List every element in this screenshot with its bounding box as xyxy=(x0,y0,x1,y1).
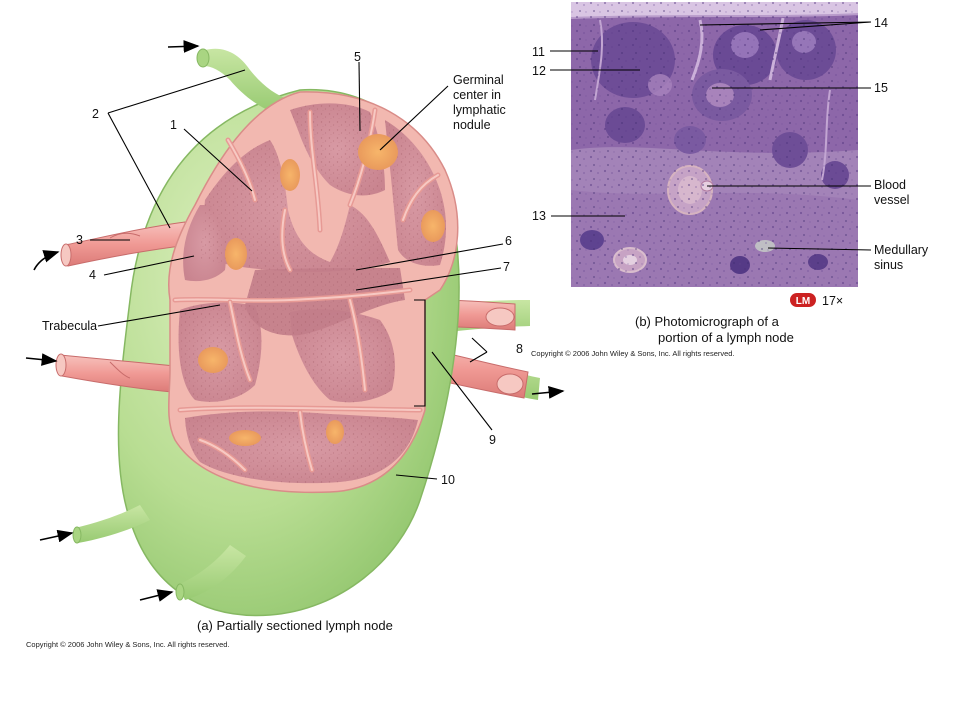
label-5: 5 xyxy=(354,50,361,64)
panel-a-leaders xyxy=(90,61,504,480)
label-blood-line-2: vessel xyxy=(874,193,909,207)
label-10: 10 xyxy=(441,473,455,487)
arrow-icon xyxy=(139,589,174,602)
afferent-vessel-bottom-2 xyxy=(175,545,246,601)
label-15: 15 xyxy=(874,81,888,95)
label-germinal-line-4: nodule xyxy=(453,118,491,132)
germinal-centers xyxy=(198,134,445,446)
label-9: 9 xyxy=(489,433,496,447)
label-8: 8 xyxy=(516,342,523,356)
panel-b-leaders xyxy=(550,21,872,251)
label-6: 6 xyxy=(505,234,512,248)
arrow-icon xyxy=(167,40,200,53)
label-7: 7 xyxy=(503,260,510,274)
panel-a-labels: 1 2 3 4 5 6 7 8 9 10 Germinal center in … xyxy=(42,50,523,487)
caption-a: (a) Partially sectioned lymph node xyxy=(197,618,393,633)
label-2: 2 xyxy=(92,107,99,121)
label-germinal-line-2: center in xyxy=(453,88,501,102)
caption-b-line-2: portion of a lymph node xyxy=(658,330,794,345)
arrow-icon xyxy=(39,529,74,543)
label-blood-line-1: Blood xyxy=(874,178,906,192)
flow-arrows xyxy=(25,40,565,602)
label-11: 11 xyxy=(532,45,545,59)
label-trabecula: Trabecula xyxy=(42,319,97,333)
label-4: 4 xyxy=(89,268,96,282)
copyright-a: Copyright © 2006 John Wiley & Sons, Inc.… xyxy=(26,640,230,649)
caption-b-line-1: (b) Photomicrograph of a xyxy=(635,314,780,329)
arrow-icon xyxy=(25,353,58,366)
label-medullary-line-2: sinus xyxy=(874,258,903,272)
copyright-b: Copyright © 2006 John Wiley & Sons, Inc.… xyxy=(531,349,735,358)
label-germinal-line-3: lymphatic xyxy=(453,103,506,117)
magnification-value: 17× xyxy=(822,294,843,308)
afferent-vessel-left-upper xyxy=(60,221,191,267)
afferent-vessel-bottom-1 xyxy=(72,505,150,544)
arrow-icon xyxy=(531,386,565,399)
label-14: 14 xyxy=(874,16,888,30)
label-3: 3 xyxy=(76,233,83,247)
label-medullary-line-1: Medullary xyxy=(874,243,929,257)
label-13: 13 xyxy=(532,209,546,223)
afferent-vessel-top xyxy=(196,48,290,112)
label-germinal-line-1: Germinal xyxy=(453,73,504,87)
magnification-badge: LM 17× xyxy=(790,293,843,308)
lymph-node-micrograph xyxy=(571,2,858,287)
lymph-node-illustration xyxy=(55,48,540,617)
badge-lm: LM xyxy=(796,296,810,307)
panel-b-labels: 11 12 13 14 15 Blood vessel Medullary si… xyxy=(532,16,929,272)
trabeculae xyxy=(172,107,441,473)
label-1: 1 xyxy=(170,118,177,132)
arrow-icon xyxy=(33,250,60,271)
label-12: 12 xyxy=(532,64,546,78)
